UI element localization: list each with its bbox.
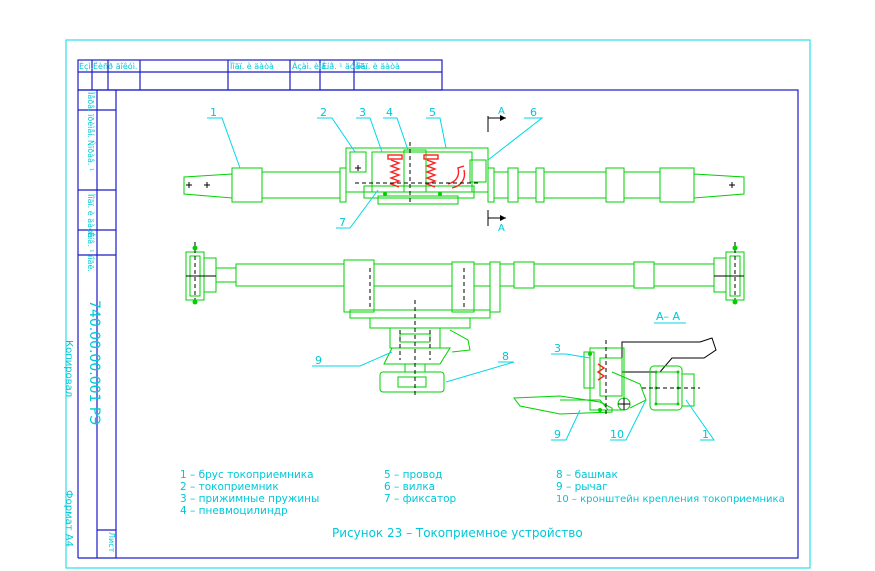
- section-callout-9: 9: [554, 428, 561, 441]
- doc-number: 740.00.00.001 РЭ: [86, 300, 102, 425]
- callout-6: 6: [530, 106, 537, 119]
- top-title-strip: [77, 59, 443, 91]
- hdr-podp: Ïîäï. è äàòà: [230, 61, 274, 71]
- callout-7: 7: [339, 216, 346, 229]
- legend-item-3: 3 – прижимные пружины: [180, 493, 319, 505]
- hdr-doc: ¹ äîêóì.: [110, 61, 137, 71]
- legend-item-6: 6 – вилка: [384, 481, 435, 493]
- legend: 1 – брус токоприемника 2 – токоприемник …: [180, 469, 785, 517]
- legend-item-4: 4 – пневмоцилиндр: [180, 505, 288, 517]
- callout-9: 9: [315, 354, 322, 367]
- figure-caption: Рисунок 23 – Токоприемное устройство: [332, 526, 583, 540]
- side-note: Копировал: [63, 340, 74, 397]
- side-label-perv: Ïåðâ. ïðèìåí.: [86, 92, 96, 138]
- section-mark-top: А: [487, 106, 506, 132]
- legend-item-5: 5 – провод: [384, 469, 442, 481]
- hdr-inv: Âçàì. èíâ. ¹: [292, 60, 334, 71]
- legend-item-2: 2 – токоприемник: [180, 481, 279, 493]
- format-label: Формат А4: [63, 490, 74, 547]
- top-view: [183, 142, 745, 205]
- section-callout-10: 10: [610, 428, 624, 441]
- hdr-izm: Èçì.: [79, 60, 93, 71]
- callout-5: 5: [429, 106, 436, 119]
- legend-item-10: 10 – кронштейн крепления токоприемника: [556, 494, 785, 505]
- section-view: А– А: [513, 310, 717, 416]
- side-label-sprav: Ñïðàâ. ¹: [86, 140, 96, 171]
- hdr-list: Ëèñò: [93, 61, 113, 71]
- sheet-label: Лист: [107, 532, 116, 553]
- legend-item-1: 1 – брус токоприемника: [180, 469, 314, 481]
- legend-item-9: 9 – рычаг: [556, 481, 608, 493]
- callout-2: 2: [320, 106, 327, 119]
- section-callout-1: 1: [702, 428, 709, 441]
- section-label-a-top: А: [498, 106, 505, 117]
- callout-4: 4: [386, 106, 393, 119]
- outer-frame: [65, 39, 811, 569]
- legend-item-7: 7 – фиксатор: [384, 493, 456, 505]
- hdr-dubl: Èíâ. ¹ äóáë.: [322, 60, 367, 71]
- callout-8: 8: [502, 350, 509, 363]
- section-view-label: А– А: [656, 310, 681, 323]
- hdr-data: Ïîäï. è äàòà: [356, 61, 400, 71]
- section-label-a-bottom: А: [498, 223, 505, 234]
- section-callout-3: 3: [554, 342, 561, 355]
- side-label-inv: Èíâ. ¹ ïîäë.: [86, 232, 97, 272]
- section-mark-bottom: А: [487, 210, 506, 234]
- inner-frame: [115, 89, 799, 559]
- legend-item-8: 8 – башмак: [556, 469, 618, 481]
- front-view: [185, 242, 745, 398]
- callout-3: 3: [359, 106, 366, 119]
- callout-1: 1: [210, 106, 217, 119]
- side-label-podp: Ïîäï. è äàòà: [86, 194, 96, 238]
